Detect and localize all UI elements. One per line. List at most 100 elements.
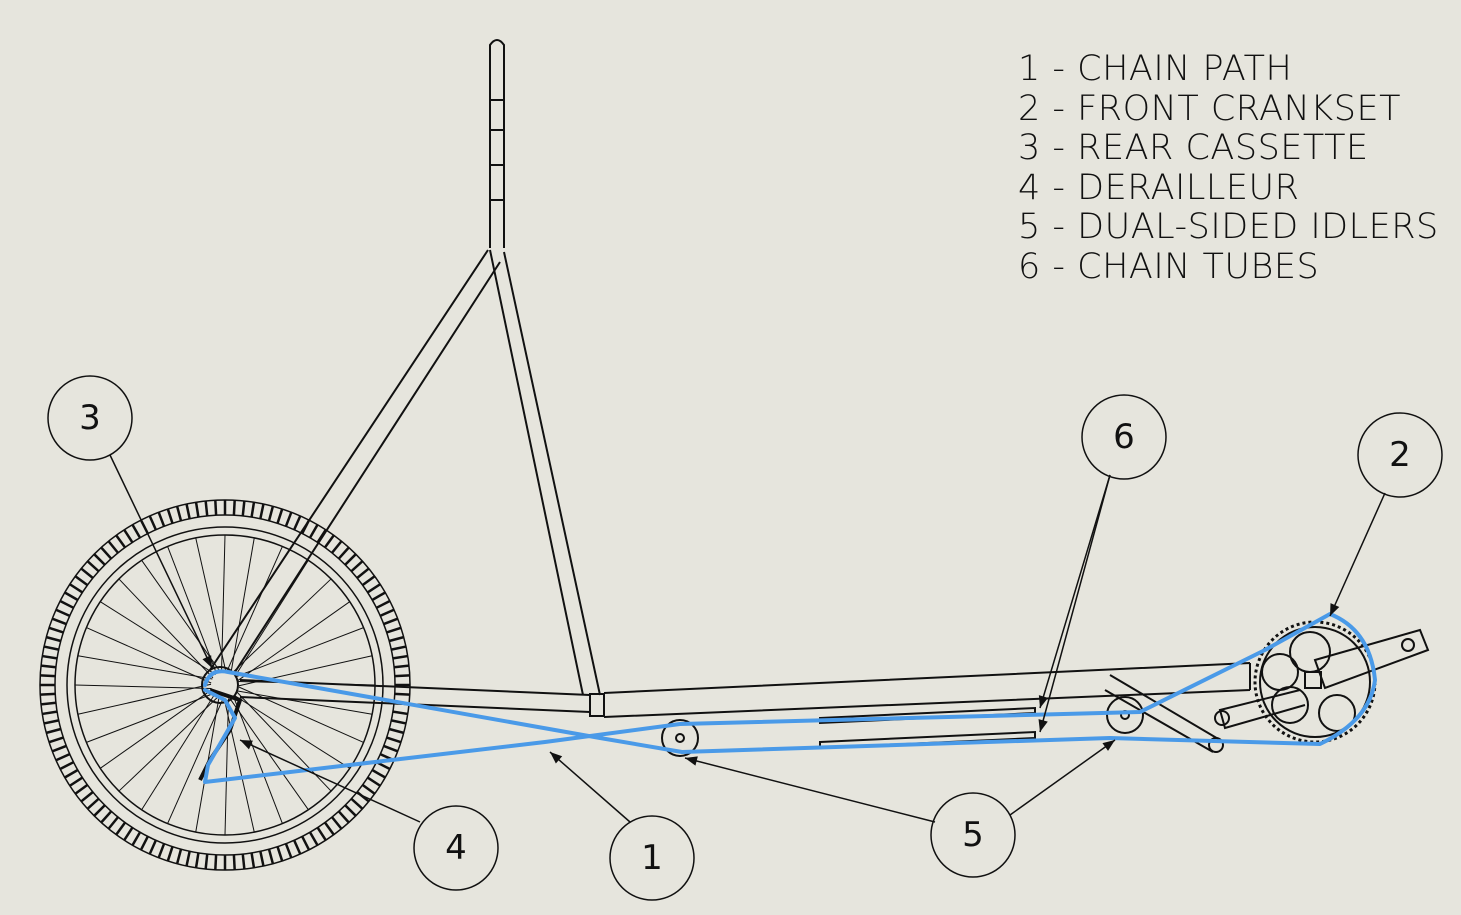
tread-tooth — [379, 608, 395, 617]
tread-tooth — [59, 599, 75, 609]
spoke — [224, 698, 229, 836]
tread-tooth — [391, 719, 407, 725]
tread-tooth — [361, 575, 376, 587]
callout-2: 2 — [1357, 412, 1443, 498]
callout-6: 6 — [1081, 394, 1167, 480]
rear-cassette — [201, 666, 239, 704]
spoke — [118, 696, 219, 792]
crank-arm-rear — [1218, 689, 1306, 730]
tread-tooth — [123, 529, 134, 544]
tread-tooth — [308, 831, 319, 846]
tread-tooth — [267, 848, 275, 865]
tread-tooth — [323, 534, 335, 549]
tread-tooth — [86, 560, 100, 573]
tread-tooth — [157, 843, 166, 859]
spoke — [74, 684, 212, 689]
tread-tooth — [175, 848, 183, 865]
tread-tooth — [123, 826, 134, 841]
tread-tooth — [45, 727, 62, 735]
tread-tooth — [40, 674, 56, 678]
tread-tooth — [69, 776, 84, 787]
spoke — [86, 692, 214, 743]
tread-tooth — [331, 540, 343, 554]
tread-tooth — [100, 810, 113, 824]
tread-tooth — [64, 591, 79, 602]
callout-5: 5 — [930, 792, 1016, 878]
spoke — [99, 689, 213, 769]
spoke — [223, 698, 255, 833]
tread-tooth — [175, 505, 183, 522]
idler-front — [1106, 696, 1144, 734]
tread-tooth — [383, 744, 399, 753]
spoke — [77, 683, 212, 715]
tread-tooth — [323, 821, 335, 836]
legend-item: 5 - DUAL-SIDED IDLERS — [1018, 207, 1439, 247]
tread-tooth — [48, 626, 64, 634]
spoke — [236, 627, 364, 678]
tread-tooth — [139, 835, 149, 851]
rear-strut — [489, 249, 601, 696]
tread-tooth — [391, 645, 407, 651]
tread-tooth — [361, 783, 376, 795]
spoke — [232, 696, 283, 824]
legend-item: 6 - CHAIN TUBES — [1018, 246, 1320, 287]
tread-tooth — [386, 736, 402, 744]
tread-tooth — [40, 692, 56, 696]
tread-tooth — [394, 674, 410, 678]
svg-text:5: 5 — [962, 815, 984, 855]
tread-tooth — [393, 664, 410, 669]
tread-tooth — [371, 768, 386, 779]
tread-tooth — [148, 515, 157, 531]
tread-tooth — [166, 508, 174, 524]
tread-tooth — [148, 839, 157, 855]
frame — [198, 39, 1251, 781]
tread-tooth — [185, 851, 191, 867]
spoke — [86, 627, 212, 684]
tread-tooth — [80, 791, 94, 803]
tread-tooth — [293, 839, 302, 855]
tread-tooth — [185, 503, 191, 519]
spoke — [77, 655, 213, 680]
spoke — [237, 601, 351, 681]
tread-tooth — [40, 701, 57, 706]
tread-tooth — [115, 821, 127, 836]
tread-tooth — [131, 831, 142, 846]
tread-tooth — [115, 534, 127, 549]
tread-tooth — [232, 500, 236, 516]
spoke — [118, 578, 214, 679]
tread-tooth — [204, 853, 209, 870]
tread-tooth — [48, 736, 64, 744]
tread-tooth — [293, 515, 302, 531]
tread-tooth — [157, 511, 166, 527]
tread-tooth — [93, 553, 106, 566]
legend-item: 2 - FRONT CRANKSET — [1018, 88, 1401, 129]
tread-tooth — [55, 608, 71, 617]
tread-tooth — [40, 664, 57, 669]
tread-tooth — [59, 761, 75, 771]
tread-tooth — [337, 810, 350, 824]
tread-tooth — [356, 567, 370, 579]
tread-tooth — [276, 508, 284, 524]
legend-item: 4 - DERAILLEUR — [1018, 167, 1300, 208]
tread-tooth — [375, 599, 391, 609]
tread-tooth — [267, 505, 275, 522]
tread-tooth — [107, 816, 119, 830]
tread-tooth — [344, 804, 357, 817]
spoke — [238, 686, 364, 743]
tread-tooth — [69, 583, 84, 594]
tread-tooth — [276, 846, 284, 862]
tread-tooth — [42, 710, 58, 716]
tread-tooth — [64, 768, 79, 779]
tread-tooth — [74, 783, 89, 795]
spoke — [221, 534, 226, 672]
main-boom — [603, 662, 1251, 718]
spoke — [141, 694, 216, 810]
tread-tooth — [166, 846, 174, 862]
idler-rear — [661, 719, 699, 757]
svg-text:1: 1 — [641, 838, 663, 878]
tread-tooth — [337, 546, 350, 560]
tread-tooth — [394, 692, 410, 696]
callout-4: 4 — [413, 805, 499, 891]
tread-tooth — [51, 617, 67, 626]
legend: 1 - CHAIN PATH 2 - FRONT CRANKSET 3 - RE… — [1018, 49, 1439, 287]
